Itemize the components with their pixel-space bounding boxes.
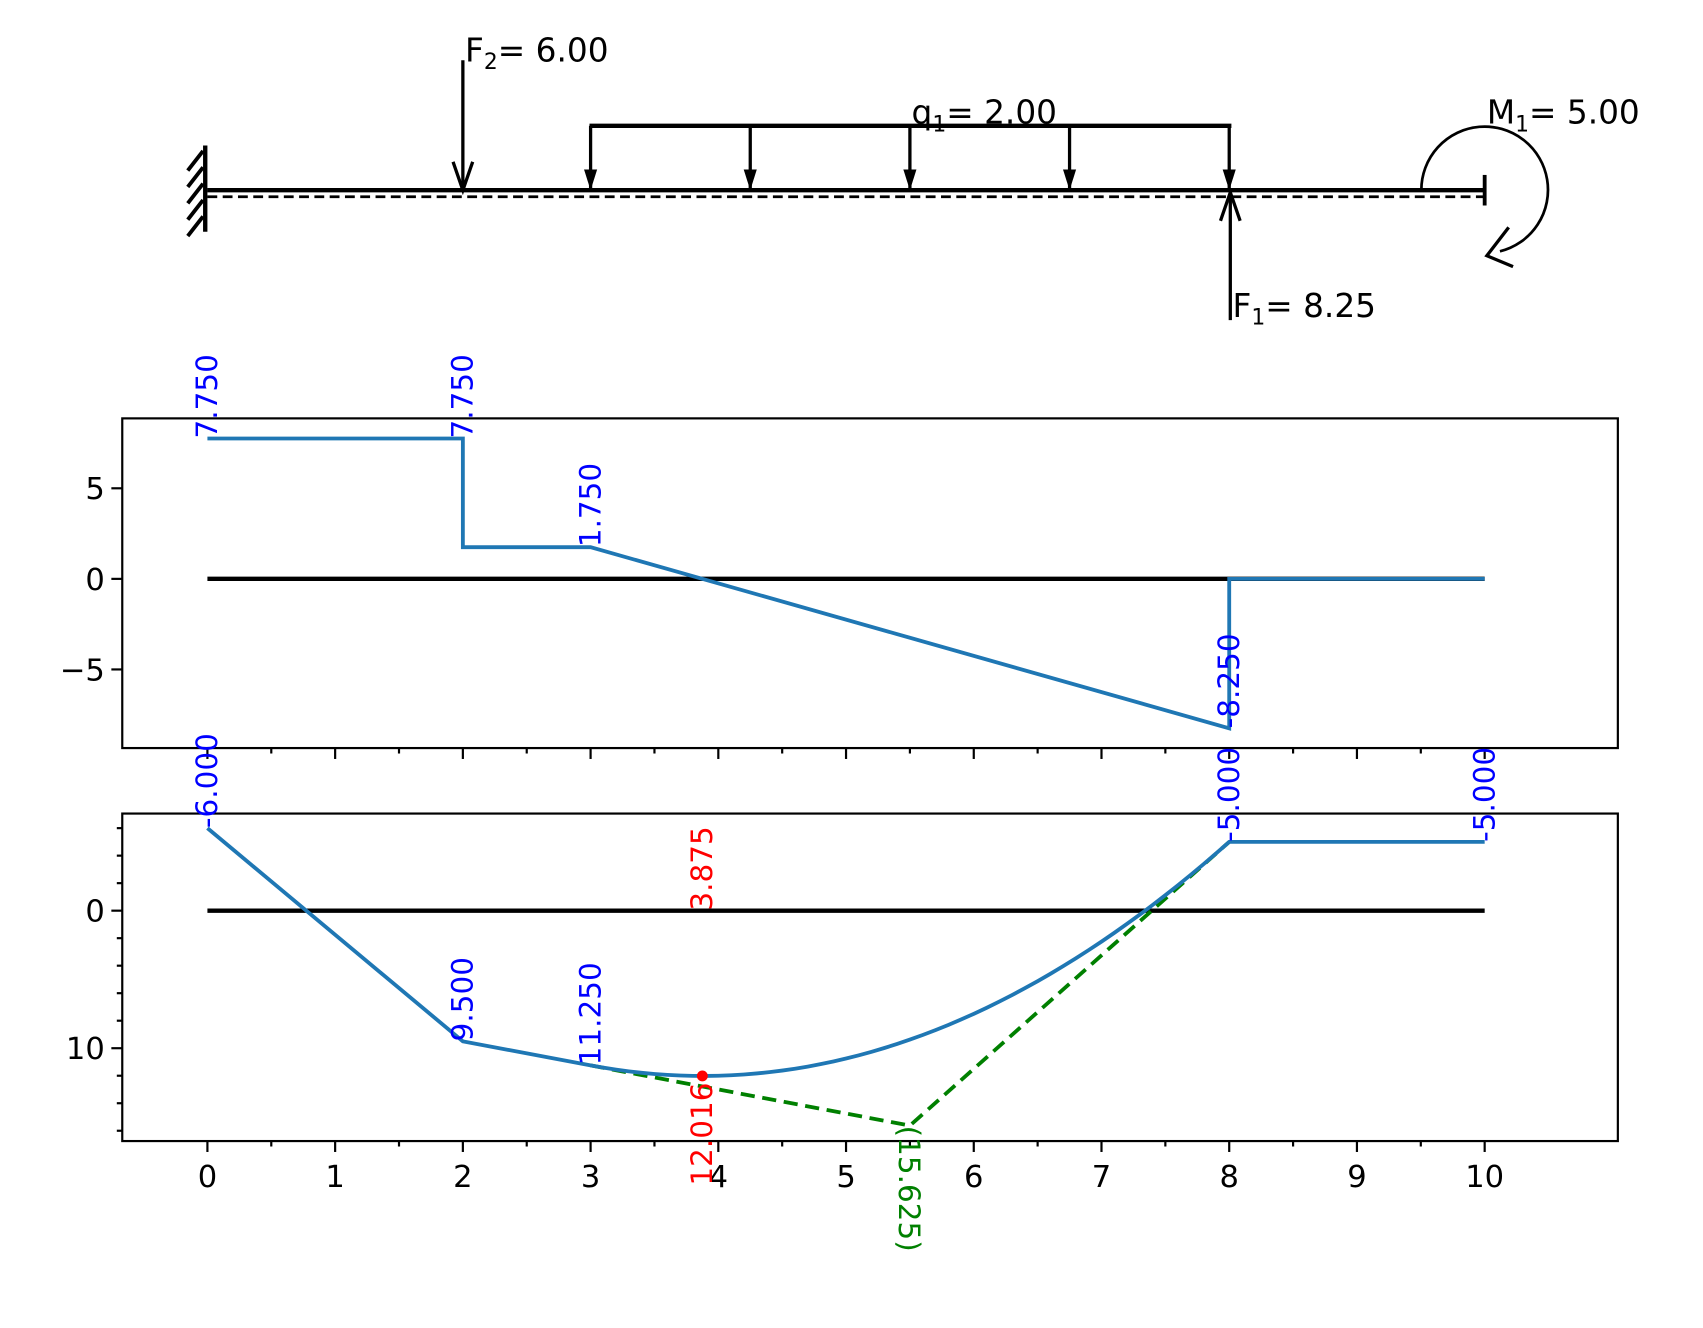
moment-value-label: -5.000 <box>1467 747 1501 842</box>
moment-value-label: 11.250 <box>573 962 607 1065</box>
arrow-down-icon <box>584 169 598 191</box>
x-tick-label: 0 <box>198 1160 217 1195</box>
arrow-down-icon <box>1222 169 1236 191</box>
x-tick-label: 4 <box>709 1160 728 1195</box>
x-tick-label: 9 <box>1347 1160 1366 1195</box>
distributed-load-q1: q1= 2.00 <box>584 94 1236 191</box>
x-tick-label: 6 <box>964 1160 983 1195</box>
shear-value-label: 7.750 <box>190 354 224 438</box>
q1-label: q1= 2.00 <box>912 94 1057 138</box>
fixed-support-icon <box>186 145 208 238</box>
plot-frame <box>121 812 1619 1143</box>
extreme-value-label: 12.016 <box>685 1082 719 1185</box>
plot-frame <box>121 417 1619 750</box>
arrow-up-icon <box>1218 187 1242 222</box>
tangent-peak-label: (15.625) <box>892 1126 926 1252</box>
shear-value-label: -8.250 <box>1212 633 1246 728</box>
x-tick-label: 5 <box>836 1160 855 1195</box>
x-tick-label: 10 <box>1465 1160 1504 1195</box>
shear-value-label: 7.750 <box>446 354 480 438</box>
y-tick-label: 10 <box>66 1032 105 1067</box>
x-tick-label: 3 <box>581 1160 600 1195</box>
y-tick-label: 0 <box>85 563 104 598</box>
shear-curve <box>207 436 1485 731</box>
point-load-f2: F2= 6.00 <box>451 31 609 196</box>
arrow-down-icon <box>903 169 917 191</box>
extreme-x-label: 3.875 <box>685 826 719 910</box>
x-tick-label: 1 <box>325 1160 344 1195</box>
y-tick-label: −5 <box>60 653 105 688</box>
curved-arrow-icon <box>1419 125 1550 253</box>
moment-curve <box>206 826 1485 1078</box>
y-tick-label: 5 <box>85 472 104 507</box>
moment-value-label: 9.500 <box>446 957 480 1041</box>
arrow-down-icon <box>451 161 475 196</box>
shear-value-label: 1.750 <box>573 463 607 547</box>
beam-diagram: F2= 6.00 q1= 2.00 F1= 8.25 M1= 5.00 <box>186 31 1640 331</box>
shear-force-chart: 5 0 −5 7.750 7.750 1.750 -8.250 <box>60 354 1619 759</box>
f2-label: F2= 6.00 <box>465 31 609 75</box>
x-tick-label: 7 <box>1092 1160 1111 1195</box>
extreme-point-marker <box>696 1070 708 1082</box>
x-tick-label: 8 <box>1219 1160 1238 1195</box>
arrow-down-icon <box>1063 169 1077 191</box>
point-load-f1: F1= 8.25 <box>1218 187 1376 331</box>
m1-label: M1= 5.00 <box>1487 94 1640 138</box>
y-tick-label: 0 <box>85 895 104 930</box>
arrow-down-icon <box>743 169 757 191</box>
f1-label: F1= 8.25 <box>1232 287 1376 331</box>
moment-m1: M1= 5.00 <box>1419 94 1640 269</box>
bending-moment-chart: 0 1 2 3 4 5 6 7 8 9 10 0 10 -6.000 9.500 11.250 -5.000 -5… <box>66 733 1619 1252</box>
moment-value-label: -6.000 <box>190 733 224 828</box>
x-tick-label: 2 <box>453 1160 472 1195</box>
moment-value-label: -5.000 <box>1212 747 1246 842</box>
